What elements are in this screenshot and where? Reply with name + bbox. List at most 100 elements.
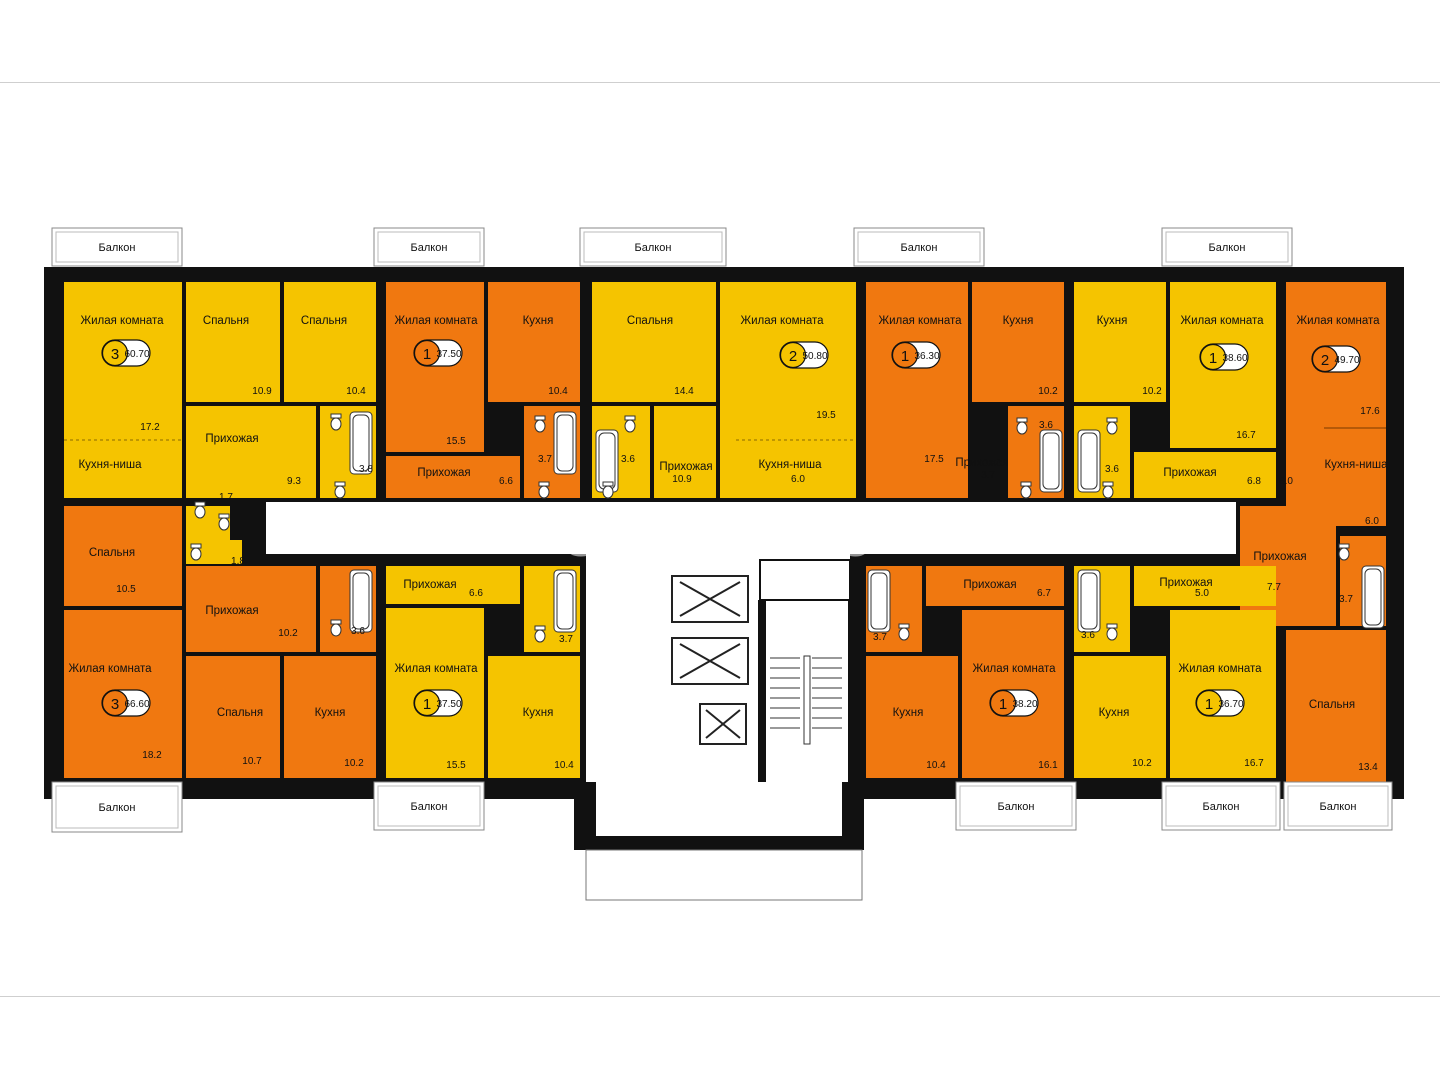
room-area: 3.6 [621,454,635,465]
room-area: 9.3 [287,476,301,487]
room-label: Кухня-ниша [1324,459,1388,471]
apartment-area: 38.60 [1222,353,1247,364]
apartment-area: 36.30 [914,351,939,362]
apartment-a2[interactable] [386,282,580,498]
room-area: 10.2 [1142,386,1162,397]
room-label: Жилая комната [1178,663,1262,675]
bathtub [1361,565,1385,629]
room-area: 3.7 [559,634,573,645]
toilet [1106,623,1118,641]
room-label: Жилая комната [68,663,152,675]
balcony-9: Балкон [1161,781,1281,831]
stair-wall [758,600,766,782]
toilet [1106,417,1118,435]
apartment-rooms: 2 [789,348,797,365]
corridor [266,502,1236,554]
toilet [218,513,230,531]
entrance-porch [585,849,863,901]
apartment-area: 36.70 [1218,699,1243,710]
toilet [538,481,550,499]
room-area: 10.4 [554,760,574,771]
room-area: 3.7 [1339,594,1353,605]
room-label: Кухня-ниша [78,459,142,471]
room-label: Спальня [1309,699,1355,711]
toilet [334,481,346,499]
watermark: SIBDOM.RU [564,510,877,568]
toilet [330,413,342,431]
room-label: Прихожая [955,457,1008,469]
balcony-label: Балкон [1320,801,1357,813]
toilet [1016,417,1028,435]
room-label: Жилая комната [740,315,824,327]
toilet [624,415,636,433]
room-area: 6.6 [499,476,513,487]
room-area: 3.6 [1105,464,1119,475]
toilet [1020,481,1032,499]
toilet [898,623,910,641]
bathtub [349,569,373,633]
room-label: Спальня [89,547,135,559]
bathroom-fixtures [190,411,1385,643]
room-area: 3.6 [1039,420,1053,431]
toilet [1102,481,1114,499]
room-label: Кухня [1099,707,1130,719]
room-area: 3.6 [1081,630,1095,641]
room-area: 17.5 [924,454,944,465]
balcony-label: Балкон [901,242,938,254]
top-divider [0,82,1440,83]
apartment-rooms: 1 [901,348,909,365]
room-area: 1.8 [231,556,245,567]
balcony-6: Балкон [51,781,183,833]
room-area: 15.5 [446,760,466,771]
bottom-divider [0,996,1440,997]
entrance-vestibule [596,782,842,836]
room-area: 3.7 [538,454,552,465]
apartment-rooms: 2 [1321,352,1329,369]
apartment-rooms: 1 [423,696,431,713]
room-area: 3.7 [981,470,995,481]
apartment-area: 60.70 [124,349,149,360]
toilet [330,619,342,637]
room-label: Прихожая [1163,467,1216,479]
elevator-shafts [671,575,749,745]
room-label: Кухня-ниша [758,459,822,471]
room-label: Прихожая [1253,551,1306,563]
bathtub [867,569,891,633]
room-area: 17.2 [140,422,160,433]
apartment-a5[interactable] [1074,282,1276,498]
apartment-rooms: 1 [1209,350,1217,367]
toilet [534,415,546,433]
room-area: 7.7 [1267,582,1281,593]
room-label: Прихожая [659,461,712,473]
balcony-label: Балкон [411,801,448,813]
apartment-rooms: 3 [111,696,119,713]
apartment-area: 37.50 [436,349,461,360]
room-label: Спальня [217,707,263,719]
room-label: Прихожая [1159,577,1212,589]
balcony-5: Балкон [1161,227,1293,267]
room-area: 19.5 [816,410,836,421]
bathtub [553,569,577,633]
toilet [602,481,614,499]
balcony-1: Балкон [51,227,183,267]
balcony-label: Балкон [1203,801,1240,813]
room-area: 14.4 [674,386,694,397]
room-label: Спальня [627,315,673,327]
stairs [770,655,842,745]
room-area: 10.9 [252,386,272,397]
room-area: 3.8 [359,464,373,475]
bathtub [1039,429,1063,493]
